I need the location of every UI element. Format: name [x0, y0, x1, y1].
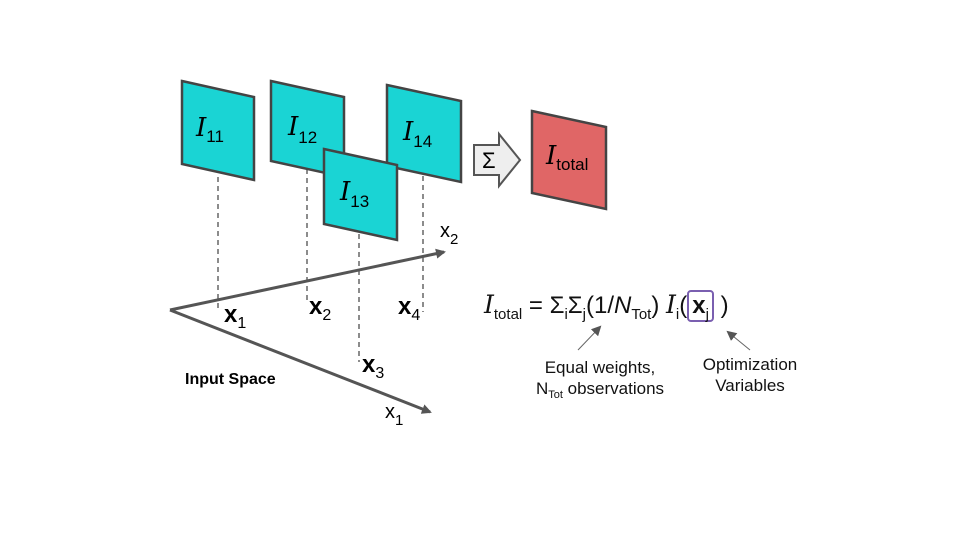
panel-11-symbol: I	[195, 113, 207, 143]
point-label-1: x1	[224, 301, 246, 332]
sum-arrow: Σ	[473, 131, 522, 189]
panel-total-symbol: I	[545, 141, 557, 171]
optvars-pointer	[726, 330, 751, 351]
objective-equation: Itotal = ΣiΣj(1/NTot) Ii(xj )	[484, 290, 729, 323]
eq-term-sub: i	[675, 306, 680, 323]
eq-paren-close: )	[720, 292, 729, 319]
input-axes	[169, 248, 446, 414]
opt-line-1: Optimization	[702, 355, 798, 374]
axis-x1	[169, 308, 432, 414]
eq-weight-n-sub: Tot	[631, 306, 652, 323]
point-label-4: x4	[398, 293, 420, 324]
sum-arrow-shape	[473, 131, 522, 189]
panel-12-symbol: I	[287, 112, 299, 142]
eq-var-sub: j	[705, 306, 709, 323]
panel-14-sub: 14	[413, 132, 432, 151]
panel-13: I13	[322, 147, 399, 242]
panel-13-sub: 13	[350, 192, 369, 211]
eq-sigma-j-sub: j	[582, 306, 586, 323]
panel-13-shape	[322, 147, 399, 242]
eq-paren-open: (	[679, 292, 688, 319]
point-label-2: x2	[309, 293, 331, 324]
weights-annotation: Equal weights, NTot observations	[515, 357, 685, 402]
eq-lhs-symbol: I	[484, 290, 494, 319]
panel-13-symbol: I	[339, 177, 351, 207]
svg-text:I14: I14	[402, 117, 432, 151]
eq-equals: =	[522, 292, 550, 319]
panel-14-shape	[385, 83, 463, 184]
panel-12-sub: 12	[298, 128, 317, 147]
svg-text:I12: I12	[287, 112, 317, 147]
panel-total-sub: total	[556, 155, 588, 174]
weights-line-2: NTot observations	[535, 379, 665, 401]
svg-text:Itotal: Itotal	[545, 141, 588, 174]
panel-11: I11	[180, 79, 256, 182]
eq-weight-open: (1/	[585, 292, 614, 319]
axis-x1-label: x1	[385, 401, 403, 429]
optimization-variables-annotation: Optimization Variables	[680, 354, 820, 396]
panel-14-symbol: I	[402, 117, 414, 147]
point-label-3: x3	[362, 351, 384, 382]
eq-sigma-i: Σ	[549, 292, 565, 319]
projection-lines	[217, 160, 424, 362]
eq-var: x	[692, 292, 706, 319]
eq-term-symbol: I	[666, 290, 676, 319]
panel-11-shape	[180, 79, 256, 182]
svg-text:I11: I11	[195, 113, 224, 146]
panel-total: Itotal	[530, 109, 608, 211]
axis-x2-label: x2	[440, 220, 458, 248]
optimization-variable-box: xj	[687, 290, 714, 323]
eq-weight-n: N	[614, 292, 632, 319]
panel-14: I14	[385, 83, 463, 184]
sum-arrow-label: Σ	[482, 148, 496, 173]
panel-11-sub: 11	[206, 127, 224, 146]
eq-sigma-j: Σ	[567, 292, 583, 319]
eq-lhs-sub: total	[493, 306, 523, 323]
svg-text:I13: I13	[339, 177, 369, 211]
weights-line-1: Equal weights,	[544, 358, 656, 377]
eq-weight-close: )	[651, 292, 660, 319]
input-space-label: Input Space	[185, 371, 276, 388]
weights-pointer	[577, 325, 602, 351]
opt-line-2: Variables	[715, 376, 785, 395]
eq-sigma-i-sub: i	[564, 306, 568, 323]
axis-x2	[169, 248, 446, 312]
panel-total-shape	[530, 109, 608, 211]
